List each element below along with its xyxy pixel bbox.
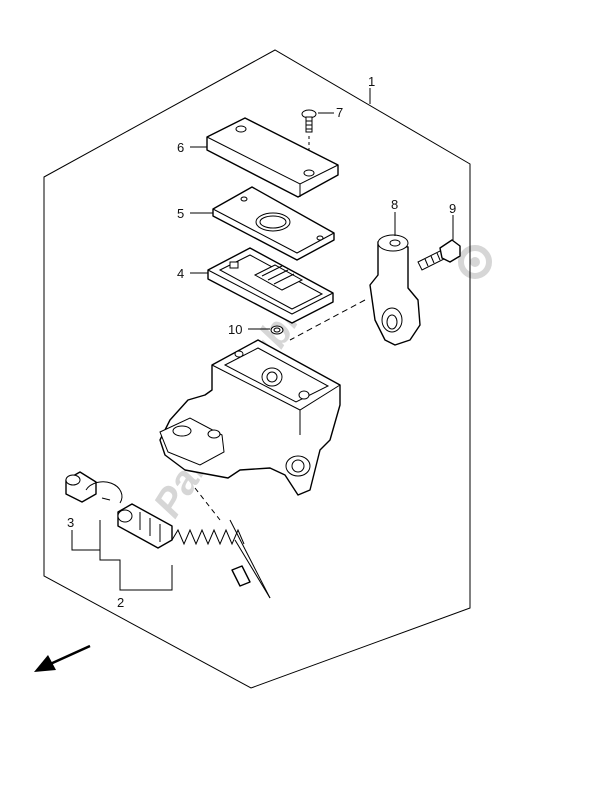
callout-1: 1 [368, 74, 375, 89]
callout-7: 7 [336, 105, 343, 120]
callout-10: 10 [228, 322, 242, 337]
callout-6: 6 [177, 140, 184, 155]
callout-bracket-2-3 [71, 520, 173, 591]
part-6-cap [190, 117, 339, 198]
master-cylinder-body [159, 339, 341, 496]
part-5-diaphragm-plate [190, 186, 335, 261]
part-3-cup [65, 471, 97, 503]
callout-3: 3 [67, 515, 74, 530]
guide-line-a [229, 519, 271, 599]
callout-2: 2 [117, 595, 124, 610]
part-circlip [85, 481, 123, 504]
guide-line-b [194, 487, 221, 521]
callout-5: 5 [177, 206, 184, 221]
callout-8: 8 [391, 197, 398, 212]
part-7-screw [301, 109, 334, 152]
gear-watermark-icon [458, 245, 492, 279]
assembly-boundary [43, 49, 471, 689]
part-8-clamp [369, 212, 421, 346]
part-10-ring [248, 325, 284, 335]
front-direction-arrow-icon [34, 644, 91, 672]
part-9-bolt [417, 215, 461, 271]
part-2-piston-spring [117, 503, 251, 587]
callout-4: 4 [177, 266, 184, 281]
guide-line-c [234, 539, 271, 599]
assembly-line [289, 299, 366, 341]
part-4-diaphragm [190, 247, 334, 324]
callout-9: 9 [449, 201, 456, 216]
